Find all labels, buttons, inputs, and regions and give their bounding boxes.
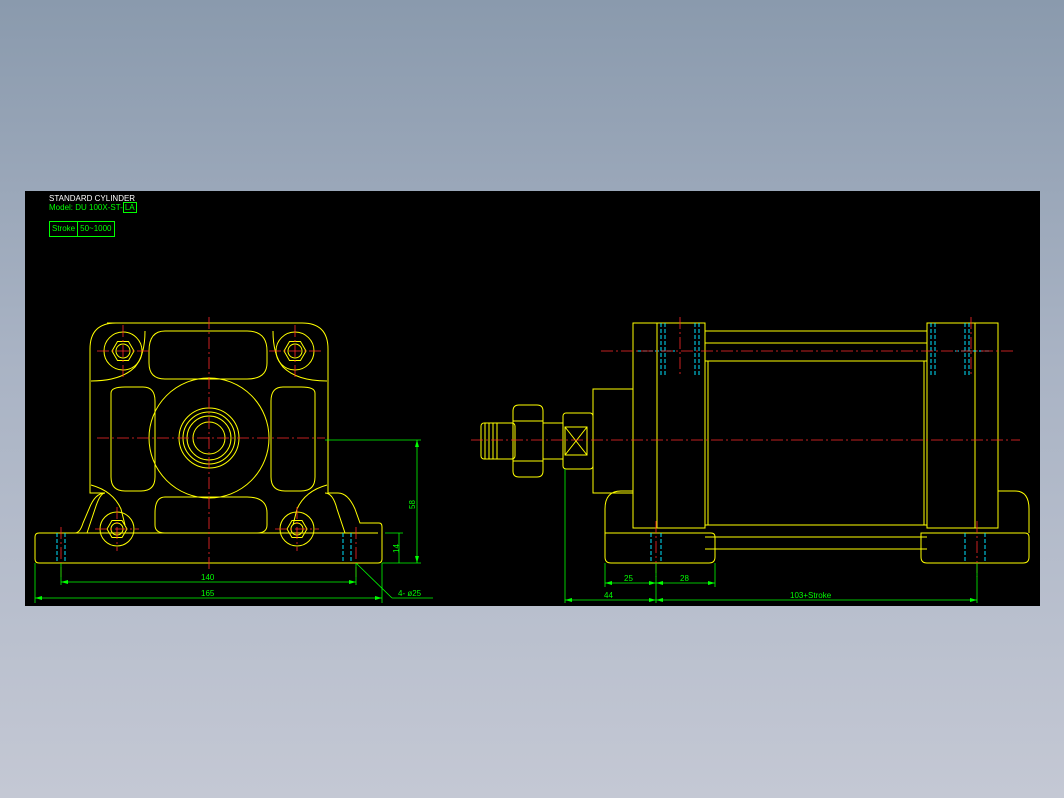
dim-rod-end: 44 [604,591,613,600]
side-view [471,317,1030,577]
dim-base-thickness: 14 [392,544,401,553]
cad-drawing: 58 14 140 165 4- ø25 [34,317,1030,603]
front-view [34,317,383,577]
stroke-table: Stroke 50~1000 [49,221,115,237]
dim-hole-callout: 4- ø25 [398,589,422,598]
pocket-left [110,386,156,492]
stroke-range: 50~1000 [80,224,112,233]
front-head-cover [632,322,658,529]
dim-length: 103+Stroke [790,591,832,600]
cad-viewport[interactable]: STANDARD CYLINDER Model: DU 100X-ST-LA S… [25,191,1040,606]
model-prefix: Model: DU 100X-ST- [49,203,123,212]
rod-end [480,404,594,478]
dim-hole-pitch: 140 [201,573,215,582]
side-dimensions: 25 28 44 103+Stroke [564,469,978,603]
drawing-title: STANDARD CYLINDER [49,194,136,203]
rod-cover-boss [592,388,634,494]
rear-head-cover [974,322,999,529]
front-head [656,322,706,529]
front-foot [604,532,716,564]
pocket-right [270,386,316,492]
dim-height: 58 [408,500,417,509]
rear-foot [920,532,1030,564]
rear-head [926,322,976,529]
pocket-top [148,330,268,380]
dim-side-b: 28 [680,574,689,583]
stroke-label: Stroke [50,222,79,236]
model-suffix-box: LA [122,202,137,213]
dim-side-a: 25 [624,574,633,583]
front-body-outline [34,322,383,564]
pocket-bottom [154,496,268,534]
front-dimensions: 58 14 140 165 4- ø25 [34,439,433,603]
rod-nut [512,404,544,478]
model-line: Model: DU 100X-ST-LA [49,202,137,213]
dim-overall-width: 165 [201,589,215,598]
cylinder-tube [704,360,928,526]
